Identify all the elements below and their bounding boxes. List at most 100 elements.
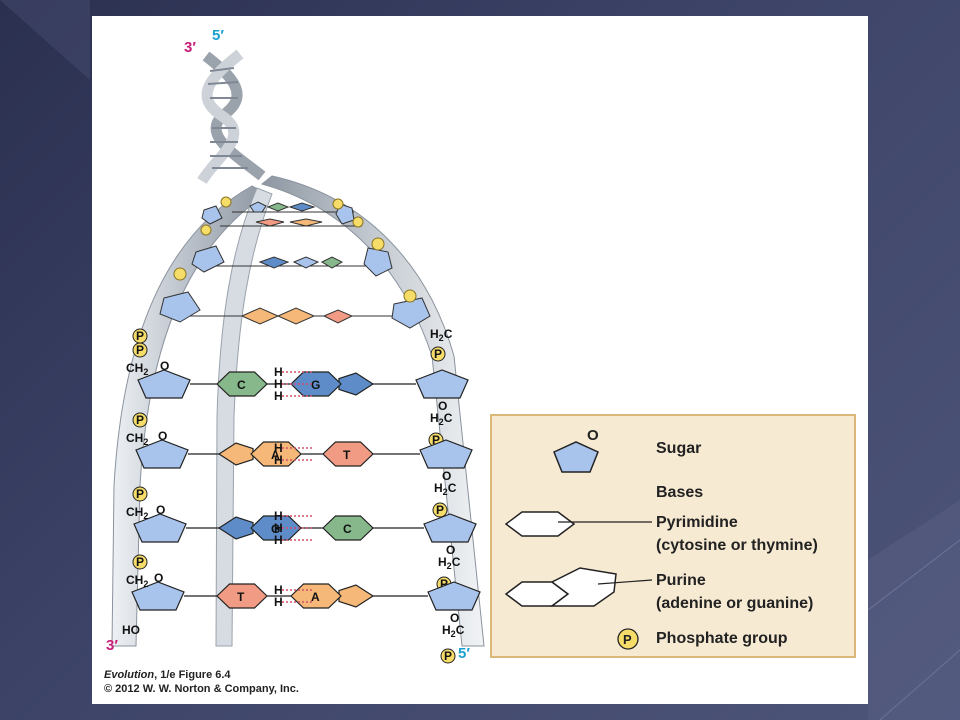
rung-1-hydrogen-label-0: H <box>274 441 283 455</box>
strand-end-labels: 3′ 5′ 3′ 5′ <box>106 27 470 662</box>
rung-3-right-phosphate <box>440 648 456 664</box>
rung-3-right-sugar-oxygen: O <box>450 611 459 625</box>
legend-box: O P Sugar Bases Pyrimidine (cytosine or … <box>490 414 856 658</box>
phosphate-symbol <box>617 628 639 650</box>
rung-3-left-sugar <box>131 581 185 611</box>
rung-3-right-sugar <box>427 581 481 611</box>
rung-0-right-h2c-label: H2C <box>430 411 453 427</box>
rung-1-left-purine-hexagon <box>250 441 302 467</box>
top-right-phosphate <box>430 346 446 362</box>
sugar-oxygen-label: O <box>587 427 599 444</box>
rung-2-left-phosphate-letter: P <box>136 487 144 501</box>
rung-2-hydrogen-label-2: H <box>274 533 283 547</box>
rung-1-left-sugar <box>135 439 189 469</box>
rung-1-right-base-T: T <box>343 448 351 462</box>
rung-2-right-sugar <box>423 513 477 543</box>
legend-sugar-label: Sugar <box>656 440 702 457</box>
rung-0-left-phosphate-letter: P <box>136 343 144 357</box>
purine-pentagon <box>549 567 617 607</box>
rung-0-left-pyrimidine <box>216 371 268 397</box>
caption-figure-number: , 1/e Figure 6.4 <box>154 669 231 681</box>
rung-2-left-sugar-oxygen: O <box>156 503 165 517</box>
rung-2-left-purine-hexagon <box>250 515 302 541</box>
rung-3-left-pyrimidine <box>216 583 268 609</box>
rung-0-right-phosphate-letter: P <box>432 433 440 447</box>
legend-purine-detail: (adenine or guanine) <box>656 595 814 612</box>
rung-0-left-ch2-label: CH2 <box>126 361 148 377</box>
rung-0-hydrogen-label-0: H <box>274 365 283 379</box>
rung-2-right-phosphate-letter: P <box>440 577 448 591</box>
top-left-phosphate <box>132 328 148 344</box>
rung-3-hydrogen-label-1: H <box>274 595 283 609</box>
rung-1-left-phosphate <box>132 412 148 428</box>
legend-symbols: O P <box>504 427 653 650</box>
rung-3-left-ch2-label: CH2 <box>126 573 148 589</box>
rung-0-left-base-C: C <box>237 378 246 392</box>
strand-label-bottom-left: 3′ <box>106 637 118 654</box>
top-left-phosphate-letter: P <box>136 329 144 343</box>
rung-0-hydrogen-label-2: H <box>274 389 283 403</box>
rung-1-right-sugar-oxygen: O <box>442 469 451 483</box>
rung-2-right-pyrimidine <box>322 515 374 541</box>
caption-book-title: Evolution <box>104 669 155 681</box>
legend-purine-label: Purine <box>656 572 706 589</box>
rung-3-hydrogen-label-0: H <box>274 583 283 597</box>
rung-2-right-h2c-label: H2C <box>438 555 461 571</box>
rung-3-left-sugar-oxygen: O <box>154 571 163 585</box>
rung-1-left-ch2-label: CH2 <box>126 431 148 447</box>
phosphate-symbol-letter: P <box>623 632 632 647</box>
rung-3-right-phosphate-letter: P <box>444 649 452 663</box>
rung-1-right-h2c-label: H2C <box>434 481 457 497</box>
double-helix-twist <box>197 49 266 185</box>
legend-pyrimidine-detail: (cytosine or thymine) <box>656 537 818 554</box>
rung-2-left-base-G: G <box>271 522 280 536</box>
upper-base-pairs <box>159 196 431 329</box>
rung-0-right-sugar <box>415 369 469 399</box>
rung-1-right-sugar <box>419 439 473 469</box>
rung-1-left-sugar-oxygen: O <box>158 429 167 443</box>
caption-copyright: © 2012 W. W. Norton & Company, Inc. <box>104 683 299 695</box>
rung-0-left-sugar <box>137 369 191 399</box>
strand-label-bottom-right: 5′ <box>458 645 470 662</box>
pyrimidine-symbol <box>504 511 576 537</box>
strand-label-top-left: 3′ <box>184 39 196 56</box>
rung-0-hydrogen-label-1: H <box>274 377 283 391</box>
rung-3-right-base-A: A <box>311 590 320 604</box>
figure-caption: Evolution, 1/e Figure 6.4 © 2012 W. W. N… <box>104 668 299 696</box>
rung-2-right-sugar-oxygen: O <box>446 543 455 557</box>
rung-2-left-phosphate <box>132 486 148 502</box>
rung-1-right-pyrimidine <box>322 441 374 467</box>
bottom-left-ho-label: HO <box>122 623 140 637</box>
rung-3-left-phosphate-letter: P <box>136 555 144 569</box>
rung-0-right-base-G: G <box>311 378 320 392</box>
rung-3-left-phosphate <box>132 554 148 570</box>
legend-pyrimidine-label: Pyrimidine <box>656 514 738 531</box>
legend-phosphate-label: Phosphate group <box>656 630 788 647</box>
inner-left-ribbon <box>215 187 273 647</box>
rung-1-left-phosphate-letter: P <box>136 413 144 427</box>
rung-1-left-base-A: A <box>271 448 280 462</box>
sugar-symbol <box>553 441 599 473</box>
rung-3-right-purine-pentagon <box>338 584 375 608</box>
rung-2-left-sugar <box>133 513 187 543</box>
rung-2-hydrogen-label-1: H <box>274 521 283 535</box>
legend-bases-heading: Bases <box>656 484 704 501</box>
top-right-phosphate-letter: P <box>434 347 442 361</box>
rung-2-left-ch2-label: CH2 <box>126 505 148 521</box>
rung-2-hydrogen-label-0: H <box>274 509 283 523</box>
rung-0-right-sugar-oxygen: O <box>438 399 447 413</box>
rung-1-right-phosphate-letter: P <box>436 503 444 517</box>
rung-0-right-purine-pentagon <box>338 372 375 396</box>
rung-3-right-h2c-label: H2C <box>442 623 465 639</box>
rung-0-left-sugar-oxygen: O <box>160 359 169 373</box>
rung-2-right-base-C: C <box>343 522 352 536</box>
rung-1-hydrogen-label-1: H <box>274 453 283 467</box>
rung-3-left-base-T: T <box>237 590 245 604</box>
top-right-h2c-label: H2C <box>430 327 453 343</box>
strand-label-top-right: 5′ <box>212 27 224 44</box>
rung-1-right-phosphate <box>432 502 448 518</box>
